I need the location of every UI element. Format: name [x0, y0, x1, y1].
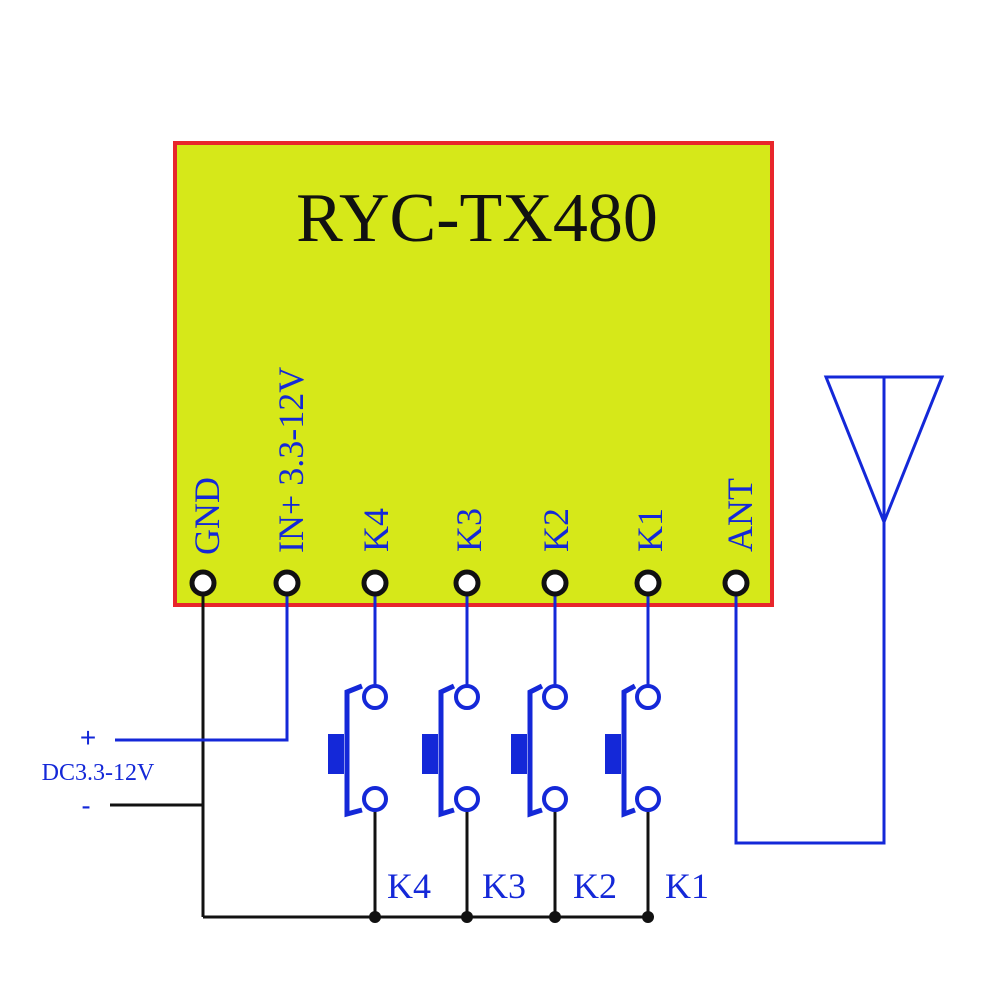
ground-junctions — [369, 911, 654, 923]
pin-label-in: IN+ 3.3-12V — [271, 367, 311, 553]
button-label-k3: K3 — [482, 866, 526, 906]
button-label-k4: K4 — [387, 866, 431, 906]
junction-dot — [369, 911, 381, 923]
pin-label-k4: K4 — [356, 508, 396, 552]
pin-in — [273, 569, 301, 597]
antenna-wire — [734, 377, 886, 845]
pin-k3 — [453, 569, 481, 597]
pin-ant — [722, 569, 750, 597]
power-plus-wire — [115, 583, 289, 742]
push-button-k2 — [511, 683, 568, 818]
pin-label-gnd: GND — [187, 477, 227, 555]
ground-wiring — [110, 583, 650, 919]
module-title: RYC-TX480 — [296, 180, 658, 257]
module-board — [173, 141, 774, 607]
pin-label-k1: K1 — [630, 508, 670, 552]
pin-label-k3: K3 — [449, 508, 489, 552]
push-button-k4 — [328, 683, 388, 818]
signal-wiring — [115, 375, 945, 845]
antenna-icon — [823, 375, 945, 527]
junction-dot — [642, 911, 654, 923]
button-label-k1: K1 — [665, 866, 709, 906]
pin-gnd — [189, 569, 217, 597]
button-label-k2: K2 — [573, 866, 617, 906]
push-button-k3 — [422, 683, 480, 818]
power-plus-label: + — [80, 722, 96, 753]
pin-label-k2: K2 — [536, 508, 576, 552]
pin-k2 — [541, 569, 569, 597]
junction-dot — [461, 911, 473, 923]
pin-k4 — [361, 569, 389, 597]
pin-k1 — [634, 569, 662, 597]
power-voltage-label: DC3.3-12V — [42, 760, 155, 786]
power-minus-label: - — [81, 790, 90, 821]
junction-dot — [549, 911, 561, 923]
pin-terminals — [189, 569, 750, 597]
push-button-k1 — [605, 683, 661, 818]
pin-label-ant: ANT — [720, 478, 760, 552]
